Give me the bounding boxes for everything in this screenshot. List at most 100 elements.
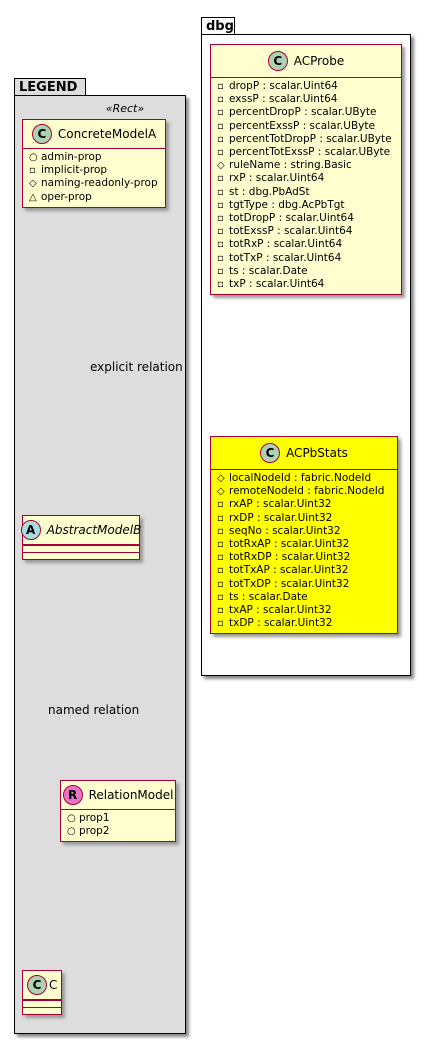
visibility-icon: ▫ <box>217 539 224 551</box>
visibility-icon: ◇ <box>217 160 225 172</box>
attribute-text: totRxP : scalar.Uint64 <box>229 238 343 251</box>
class-badge-icon: C <box>27 975 47 995</box>
visibility-package-icon: △ <box>29 191 37 203</box>
visibility-public-icon: ○ <box>67 813 76 824</box>
dbg-package-title: dbg <box>206 19 234 34</box>
attribute-row: ▫ implicit-prop <box>29 164 159 177</box>
visibility-icon: ▫ <box>217 499 224 511</box>
attribute-row: ▫ totTxP : scalar.Uint64 <box>217 252 395 265</box>
class-header: R RelationModel <box>61 781 175 810</box>
visibility-icon: ▫ <box>217 186 224 198</box>
attribute-text: percentTotDropP : scalar.UByte <box>229 132 392 145</box>
attribute-row: ◇remoteNodeId : fabric.NodeId <box>217 485 391 498</box>
class-c[interactable]: C C <box>22 970 62 1015</box>
attribute-text: txP : scalar.Uint64 <box>229 278 325 291</box>
legend-package-title: LEGEND <box>19 80 78 95</box>
class-badge-icon: C <box>267 51 288 71</box>
visibility-icon: ▫ <box>217 252 224 264</box>
dbg-package-tab: dbg <box>201 17 235 34</box>
class-name: C <box>49 978 58 992</box>
attribute-row: ▫dropP : scalar.Uint64 <box>217 80 395 93</box>
attribute-row: ○prop1 <box>67 812 169 825</box>
visibility-icon: ▫ <box>217 578 224 590</box>
attribute-text: oper-prop <box>41 190 92 203</box>
attribute-text: rxAP : scalar.Uint32 <box>229 498 332 511</box>
attribute-row: ▫ percentDropP : scalar.UByte <box>217 106 395 119</box>
attribute-text: st : dbg.PbAdSt <box>229 185 310 198</box>
attribute-text: prop1 <box>79 812 110 824</box>
attribute-text: totTxP : scalar.Uint64 <box>229 251 342 264</box>
visibility-public-icon: ○ <box>67 826 76 838</box>
class-header: C C <box>23 971 61 1000</box>
attribute-row: ◇ruleName : string.Basic <box>217 159 395 172</box>
class-relation-model[interactable]: R RelationModel ○prop1 ○prop2 <box>60 780 176 843</box>
class-name: ACProbe <box>293 54 345 68</box>
class-abstract-model-b[interactable]: A AbstractModelB <box>20 515 142 560</box>
class-attributes: ○admin-prop ▫implicit-prop ◇naming-reado… <box>23 149 165 207</box>
class-badge-icon: C <box>260 443 281 463</box>
attribute-text: localNodeId : fabric.NodeId <box>229 472 372 484</box>
attribute-text: percentExssP : scalar.UByte <box>229 119 375 132</box>
class-name: ACPbStats <box>286 446 348 460</box>
attribute-text: percentDropP : scalar.UByte <box>229 106 377 119</box>
named-relation-label: named relation <box>48 703 140 717</box>
attribute-row: ▫rxDP : scalar.Uint32 <box>217 512 391 525</box>
attribute-row: ▫totRxP : scalar.Uint64 <box>217 238 395 251</box>
attribute-text: totDropP : scalar.Uint64 <box>229 212 354 225</box>
class-attributes: ◇localNodeId : fabric.NodeId◇remoteNodeI… <box>211 470 397 633</box>
visibility-icon: ▫ <box>217 525 224 537</box>
visibility-icon: ▫ <box>217 552 224 564</box>
visibility-icon: ◇ <box>217 486 225 498</box>
attribute-text: tgtType : dbg.AcPbTgt <box>229 198 345 211</box>
attribute-row: ▫percentTotExssP : scalar.UByte <box>217 146 395 159</box>
attribute-text: ts : scalar.Date <box>229 264 308 277</box>
attribute-text: totTxDP : scalar.Uint32 <box>229 577 350 590</box>
attribute-text: implicit-prop <box>41 164 108 177</box>
attribute-row: ◇naming-readonly-prop <box>29 177 159 190</box>
class-name: RelationModel <box>88 788 174 802</box>
visibility-icon: ▫ <box>217 279 224 291</box>
visibility-icon: ▫ <box>217 120 224 132</box>
attribute-row: ▫ ts : scalar.Date <box>217 591 391 604</box>
attribute-row: ▫ seqNo : scalar.Uint32 <box>217 525 391 538</box>
legend-stereotype: «Rect» <box>105 102 145 115</box>
relation-badge-icon: R <box>62 785 83 805</box>
class-header: C ACProbe <box>211 45 401 78</box>
class-concrete-model-a[interactable]: C ConcreteModelA ○admin-prop ▫implicit-p… <box>22 119 166 208</box>
attribute-row: ▫totExssP : scalar.Uint64 <box>217 225 395 238</box>
legend-package <box>14 95 186 1034</box>
attribute-row: ▫ totTxDP : scalar.Uint32 <box>217 578 391 591</box>
explicit-relation-label: explicit relation <box>90 360 183 374</box>
attribute-row: ▫ txP : scalar.Uint64 <box>217 278 395 291</box>
visibility-private-icon: ▫ <box>29 165 36 177</box>
visibility-icon: ▫ <box>217 94 224 106</box>
legend-package-tab: LEGEND <box>14 78 86 95</box>
visibility-icon: ▫ <box>217 107 224 119</box>
class-name: AbstractModelB <box>46 523 142 537</box>
visibility-icon: ▫ <box>217 173 224 185</box>
visibility-icon: ▫ <box>217 199 224 211</box>
attribute-text: ts : scalar.Date <box>229 590 308 603</box>
class-ac-probe[interactable]: C ACProbe ▫dropP : scalar.Uint64▫exssP :… <box>210 44 402 296</box>
attribute-row: ▫percentTotDropP : scalar.UByte <box>217 133 395 146</box>
class-name: ConcreteModelA <box>57 127 157 141</box>
visibility-icon: ▫ <box>217 591 224 603</box>
attribute-text: totTxAP : scalar.Uint32 <box>229 564 349 577</box>
class-ac-pb-stats[interactable]: C ACPbStats ◇localNodeId : fabric.NodeId… <box>210 436 398 635</box>
attribute-text: totRxDP : scalar.Uint32 <box>229 551 351 564</box>
attribute-text: seqNo : scalar.Uint32 <box>229 524 341 537</box>
attribute-row: ◇localNodeId : fabric.NodeId <box>217 472 391 485</box>
class-header: C ACPbStats <box>211 437 397 470</box>
abstract-badge-icon: A <box>20 520 41 540</box>
visibility-icon: ▫ <box>217 605 224 617</box>
attribute-row: ▫txDP : scalar.Uint32 <box>217 617 391 630</box>
attribute-row: △ oper-prop <box>29 191 159 204</box>
visibility-icon: ▫ <box>217 213 224 225</box>
attribute-row: ▫totRxAP : scalar.Uint32 <box>217 538 391 551</box>
visibility-icon: ▫ <box>217 81 224 92</box>
attribute-row: ○prop2 <box>67 825 169 838</box>
class-badge-icon: C <box>31 124 52 144</box>
attribute-row: ▫ tgtType : dbg.AcPbTgt <box>217 199 395 212</box>
visibility-icon: ▫ <box>217 147 224 159</box>
attribute-text: naming-readonly-prop <box>41 177 158 190</box>
